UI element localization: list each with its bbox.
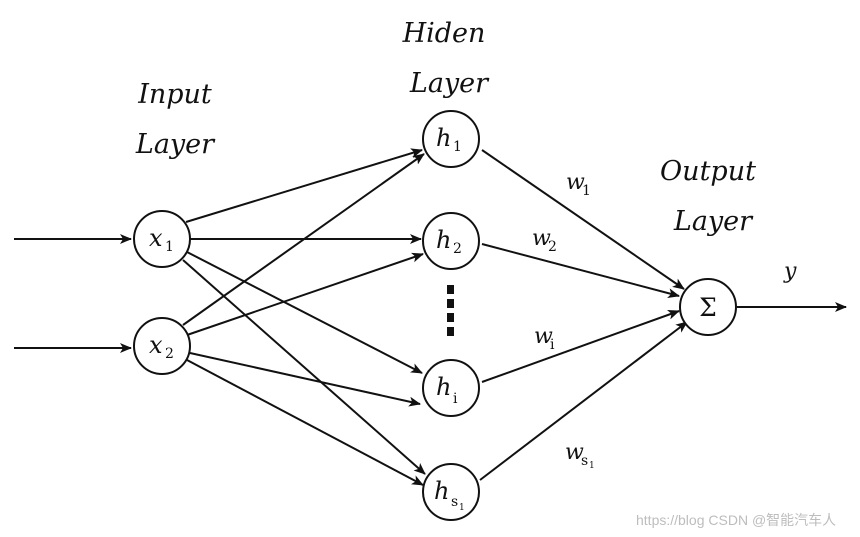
edge-x1-h1 [185, 148, 423, 223]
node-h1-base: h [436, 124, 451, 152]
watermark: https://blog CSDN @智能汽车人 [636, 512, 836, 528]
node-x2-base: x [149, 331, 163, 359]
weight-w1-sub: 1 [582, 183, 591, 199]
node-h2: h 2 [422, 212, 480, 270]
node-h1: h 1 [422, 110, 480, 168]
output-label-y: y [783, 259, 797, 284]
edge-x2-h1 [182, 153, 425, 326]
edge-x2-hs1 [186, 359, 424, 486]
weight-w2: w 2 [532, 226, 557, 255]
weight-ws1-sub: s [581, 453, 588, 469]
edge-x1-hs1 [182, 259, 426, 475]
weight-wi-sub: i [550, 337, 555, 353]
node-x1-base: x [149, 224, 163, 252]
weight-wi-base: w [534, 324, 553, 349]
hidden-ellipsis [447, 285, 454, 336]
weight-wi: w i [534, 324, 555, 353]
input-layer-title-line1: Input [137, 79, 212, 110]
edge-hs1-sum [479, 321, 688, 481]
edge-x2-h2 [186, 252, 424, 336]
sum-symbol: Σ [699, 293, 717, 322]
edge-x1-hi [186, 251, 423, 374]
node-x1-sub: 1 [165, 239, 174, 255]
edge-hi-sum [481, 310, 680, 383]
weight-ws1-base: w [565, 440, 584, 465]
weight-ws1: w s 1 [565, 440, 595, 471]
node-h2-sub: 2 [453, 241, 462, 257]
node-hi-sub: i [453, 391, 458, 407]
weight-w2-sub: 2 [548, 239, 557, 255]
node-x2: x 2 [133, 317, 191, 375]
weight-w1-base: w [566, 170, 585, 195]
node-h1-sub: 1 [453, 139, 462, 155]
node-hi: h i [422, 359, 480, 417]
output-layer-title-line2: Layer [673, 206, 754, 237]
node-hs1: h s 1 [422, 463, 480, 521]
node-hs1-subsub: 1 [459, 503, 465, 513]
node-x2-sub: 2 [165, 346, 174, 362]
input-layer-title-line2: Layer [135, 129, 216, 160]
weight-w1: w 1 [566, 170, 591, 199]
node-x1: x 1 [133, 210, 191, 268]
node-hs1-sub: s [451, 494, 458, 510]
node-hi-base: h [436, 373, 451, 401]
edge-h1-sum [481, 149, 685, 290]
hidden-layer-title-line2: Layer [409, 68, 490, 99]
node-hs1-base: h [434, 477, 449, 505]
output-layer-title-line1: Output [660, 156, 756, 187]
edge-h2-sum [481, 243, 680, 299]
weight-w2-base: w [532, 226, 551, 251]
weight-ws1-subsub: 1 [589, 461, 595, 471]
node-sum: Σ [679, 278, 737, 336]
edge-x2-hi [189, 352, 421, 407]
node-h2-base: h [436, 226, 451, 254]
hidden-layer-title-line1: Hiden [402, 18, 486, 49]
